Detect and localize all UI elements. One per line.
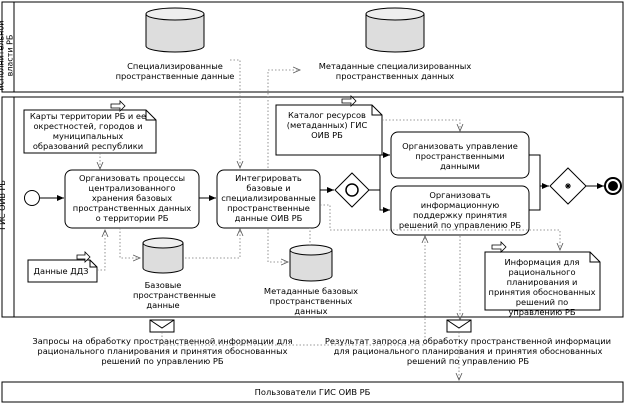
- label-special-metadata: Метаданные специализированных пространст…: [318, 61, 472, 81]
- message-result-envelope-icon: [446, 319, 472, 333]
- artifact-info-icon: [484, 241, 601, 311]
- task-organize-processes-label: Организовать процессы централизованного …: [72, 173, 192, 223]
- label-base-metadata: Метаданные базовых пространственных данн…: [263, 286, 359, 316]
- datastore-special-metadata-icon: [365, 7, 425, 53]
- artifact-maps-icon: [23, 100, 157, 154]
- pool-executive: [1, 1, 624, 93]
- artifact-maps-label: Карты территории РБ и ее окрестностей, г…: [29, 111, 147, 151]
- datastore-base-spatial-icon: [142, 237, 184, 274]
- datastore-base-metadata-icon: [289, 244, 333, 282]
- task-decision-support-label: Организовать информационную поддержку пр…: [398, 190, 522, 230]
- pool-gis: [1, 96, 624, 318]
- artifact-info-label: Информация для рационального планировани…: [488, 257, 596, 317]
- label-base-spatial: Базовые пространственные данные: [133, 280, 216, 310]
- task-integrate: [216, 169, 321, 229]
- association-flows: [97, 59, 560, 380]
- pool-label-executive: Органы исполнительной власти РБ: [0, 20, 15, 91]
- artifact-dzz-icon: [27, 251, 98, 283]
- complex-join-gateway-icon: [549, 167, 587, 205]
- start-event-icon: [24, 190, 40, 206]
- artifact-catalog-icon: [275, 95, 383, 156]
- task-manage-spatial-label: Организовать управление пространственным…: [402, 141, 518, 171]
- datastore-special-spatial-icon: [145, 7, 205, 53]
- label-special-spatial: Специализированные пространственные данн…: [115, 61, 235, 81]
- sequence-flows: [40, 152, 604, 213]
- message-request-envelope-icon: [149, 319, 175, 333]
- task-organize-processes: [64, 169, 200, 229]
- artifact-dzz-label: Данные ДДЗ: [33, 266, 89, 276]
- message-request-label: Запросы на обработку пространственной ин…: [32, 336, 293, 366]
- pool-label-gis: ГИС ОИВ РБ: [0, 180, 7, 230]
- message-result-label: Результат запроса на обработку пространс…: [324, 336, 612, 366]
- pool-label-users: Пользователи ГИС ОИВ РБ: [254, 387, 371, 397]
- pool-users: [1, 381, 624, 403]
- inclusive-split-gateway-icon: [334, 172, 370, 208]
- artifact-catalog-label: Каталог ресурсов (метаданных) ГИС ОИВ РБ: [286, 110, 368, 140]
- task-integrate-label: Интегрировать базовые и специализированн…: [221, 173, 316, 223]
